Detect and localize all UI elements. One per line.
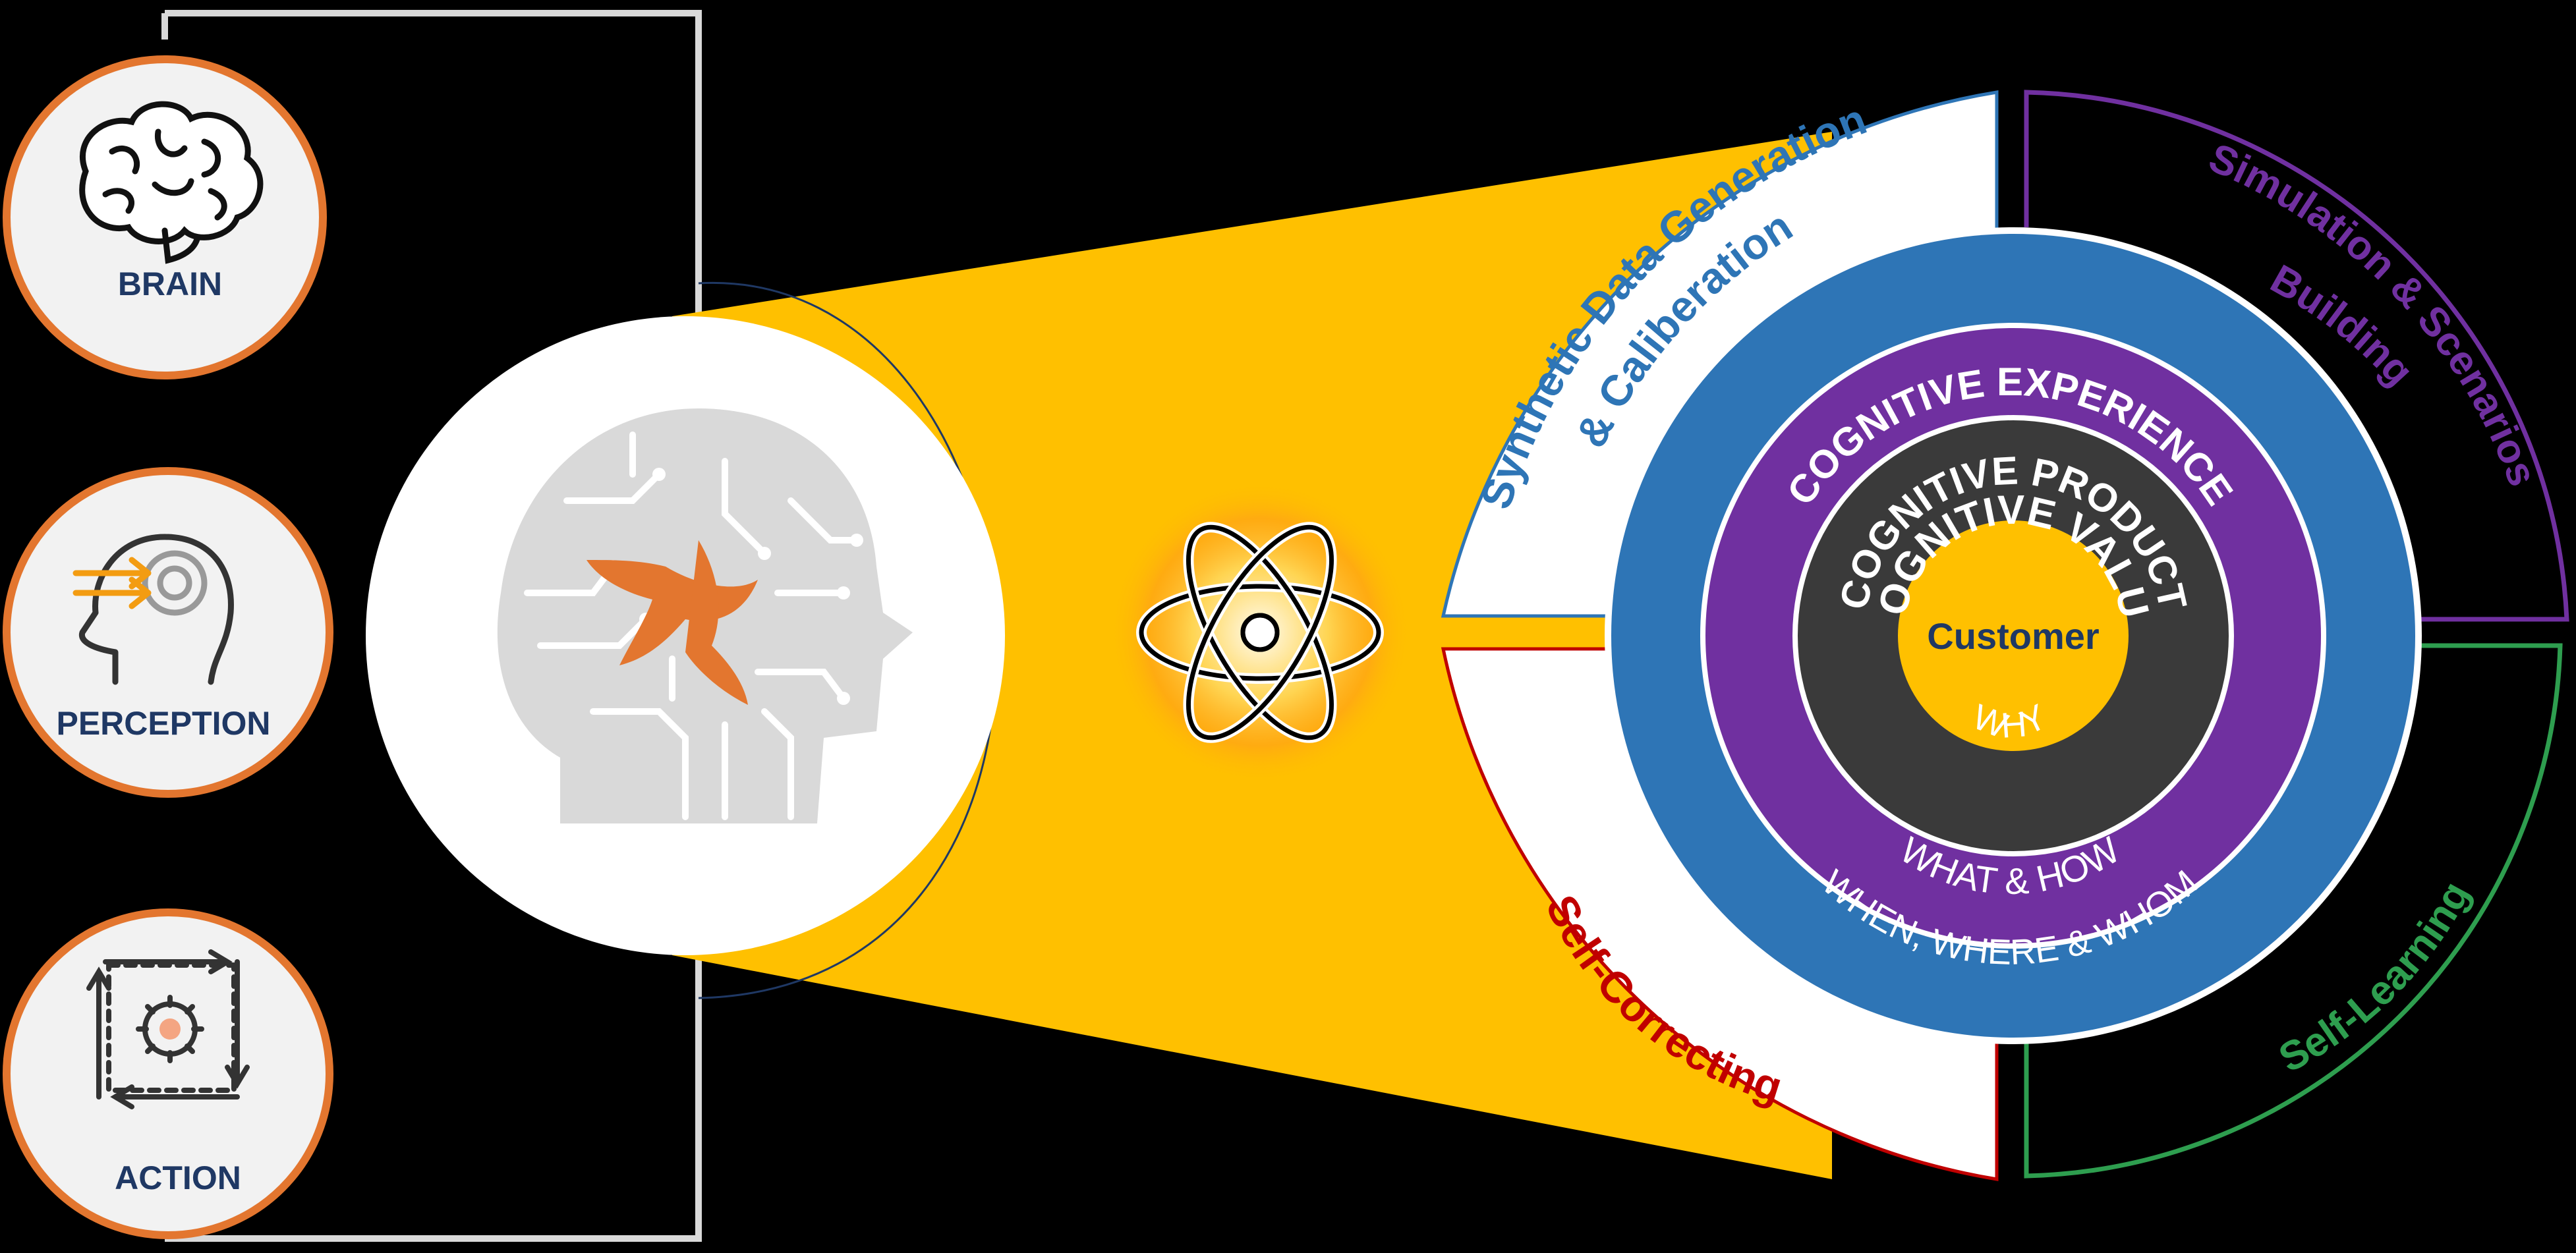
- perception-circle: [3, 467, 333, 798]
- brand-logo-icon: [587, 540, 758, 705]
- perception-label: PERCEPTION: [56, 705, 270, 742]
- brain-label: BRAIN: [118, 265, 222, 302]
- self-learning-arc: [2024, 643, 2563, 1179]
- bracket-frame-top: [165, 10, 702, 316]
- customer-label: Customer: [1927, 615, 2099, 657]
- action-node: ACTION: [3, 908, 333, 1239]
- atom-icon: [1136, 522, 1384, 743]
- action-label: ACTION: [115, 1159, 241, 1196]
- simulation-arc: [2024, 90, 2569, 622]
- brain-icon: [79, 101, 264, 264]
- gear-cycle-icon: [86, 949, 250, 1109]
- ring-core: [1898, 520, 2129, 751]
- bracket-frame-bottom: [165, 955, 702, 1242]
- perception-node: PERCEPTION: [3, 467, 333, 798]
- head-perception-icon: [72, 534, 234, 685]
- action-circle: [3, 908, 333, 1239]
- brain-node: BRAIN: [3, 55, 327, 379]
- circuit-head-icon: [497, 408, 913, 823]
